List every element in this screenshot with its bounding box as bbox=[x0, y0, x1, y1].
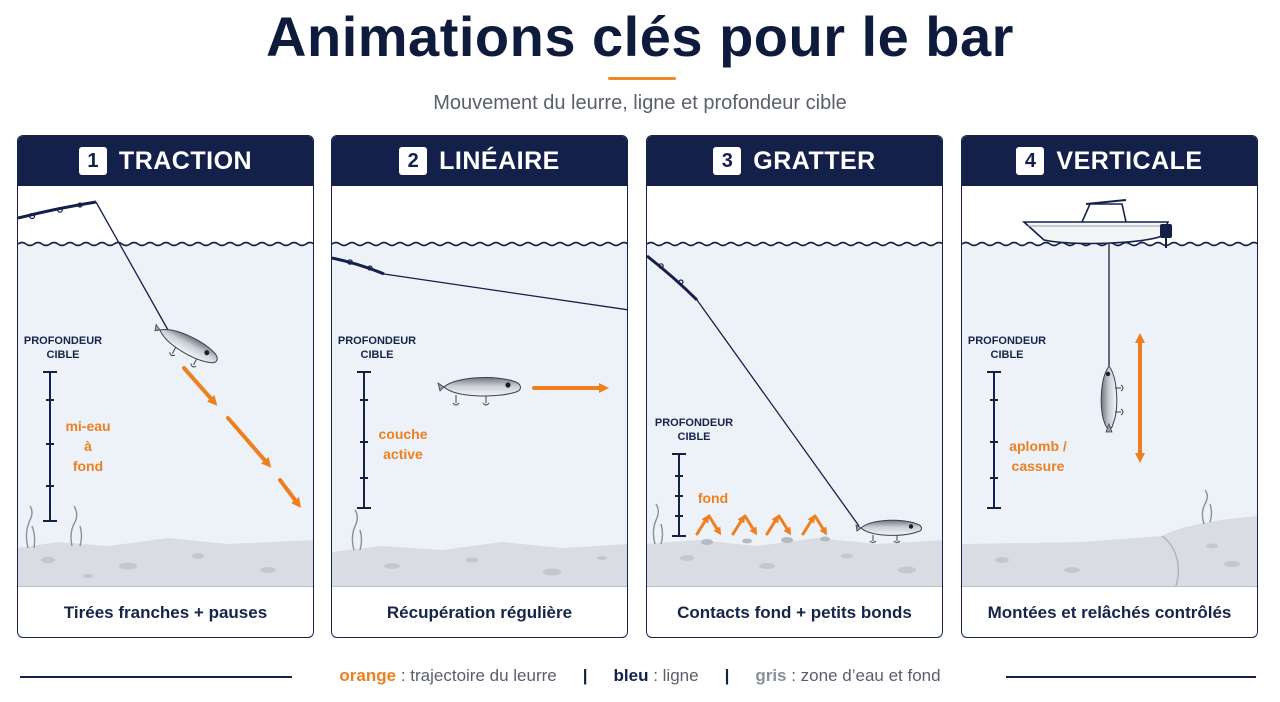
fishing-rod-icon bbox=[18, 200, 97, 220]
panel-header: 2 LINÉAIRE bbox=[332, 136, 627, 186]
panel-header: 1 TRACTION bbox=[18, 136, 313, 186]
fishing-line bbox=[383, 273, 627, 311]
panel-title: GRATTER bbox=[753, 146, 876, 175]
legend-text-blue: : ligne bbox=[648, 666, 699, 685]
panel-verticale: 4 VERTICALE bbox=[961, 135, 1258, 638]
fishing-rod-icon bbox=[332, 256, 385, 276]
legend-rule-left bbox=[20, 676, 292, 678]
page-title: Animations clés pour le bar bbox=[266, 5, 1014, 68]
lure-fish-icon bbox=[437, 377, 521, 406]
panel-header: 3 GRATTER bbox=[647, 136, 942, 186]
legend-key-blue: bleu bbox=[613, 666, 649, 685]
fishing-line bbox=[95, 201, 169, 331]
depth-scale bbox=[357, 371, 371, 509]
seaweed-icon bbox=[25, 505, 83, 549]
arrow-icon bbox=[182, 366, 301, 508]
zone-label: aplomb /cassure bbox=[1009, 438, 1067, 474]
panel-caption: Contacts fond + petits bonds bbox=[647, 586, 942, 637]
arrow-icon bbox=[695, 514, 828, 536]
page-subtitle: Mouvement du leurre, ligne et profondeur… bbox=[433, 92, 847, 114]
panel-number: 2 bbox=[399, 147, 428, 175]
fishing-line bbox=[696, 299, 860, 527]
legend-rule-right bbox=[1006, 676, 1256, 678]
seaweed-icon bbox=[351, 509, 363, 551]
legend-text-orange: : trajectoire du leurre bbox=[396, 666, 557, 685]
title-underline bbox=[608, 77, 676, 80]
lure-fish-icon bbox=[855, 519, 922, 543]
scene-traction bbox=[18, 200, 313, 586]
panel-number: 1 bbox=[78, 147, 107, 175]
panel-caption: Récupération régulière bbox=[332, 586, 627, 637]
legend-key-orange: orange bbox=[339, 666, 397, 685]
legend-text-grey: : zone d’eau et fond bbox=[786, 666, 941, 685]
scene-verticale bbox=[962, 199, 1257, 586]
panel-number: 3 bbox=[713, 147, 742, 175]
fishing-rod-icon bbox=[647, 254, 699, 302]
panel-title: TRACTION bbox=[118, 146, 253, 175]
scene-gratter bbox=[647, 241, 942, 586]
zone-label: fond bbox=[697, 490, 729, 506]
lure-fish-icon bbox=[154, 323, 218, 368]
seaweed-icon bbox=[652, 503, 664, 545]
panel-number: 4 bbox=[1016, 147, 1045, 175]
depth-scale bbox=[987, 371, 1001, 509]
panel-traction: 1 TRACTION bbox=[17, 135, 314, 638]
legend-key-grey: gris bbox=[755, 666, 787, 685]
panel-title: VERTICALE bbox=[1056, 146, 1203, 175]
panel-caption: Tirées franches + pauses bbox=[18, 586, 313, 637]
panel-header: 4 VERTICALE bbox=[962, 136, 1257, 186]
legend-separator: | bbox=[724, 666, 730, 685]
lure-fish-icon bbox=[1100, 365, 1124, 433]
seaweed-icon bbox=[1201, 489, 1213, 525]
panel-gratter: 3 GRATTER bbox=[646, 135, 943, 638]
panel-title: LINÉAIRE bbox=[439, 146, 560, 175]
panel-caption: Montées et relâchés contrôlés bbox=[962, 586, 1257, 637]
boat-icon bbox=[1021, 199, 1172, 248]
scene-lineaire bbox=[332, 241, 627, 586]
depth-scale bbox=[43, 371, 57, 522]
depth-scale bbox=[672, 453, 686, 537]
legend-separator: | bbox=[582, 666, 588, 685]
legend: orange : trajectoire du leurre | bleu : li… bbox=[0, 666, 1280, 686]
